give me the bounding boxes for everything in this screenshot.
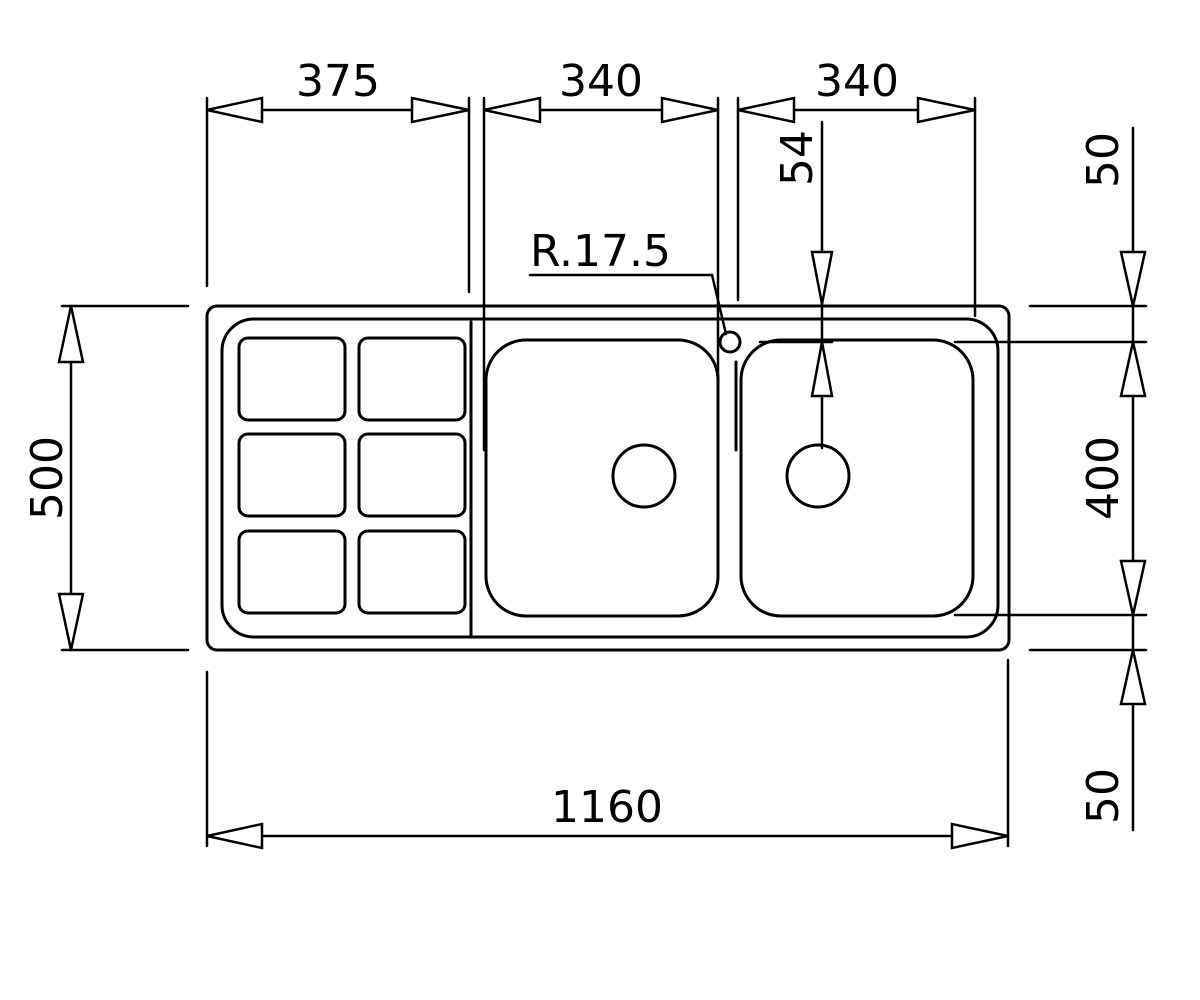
left-drain-hole: [611, 443, 677, 509]
right-drain-hole: [785, 443, 851, 509]
right-bowl-outline: [739, 338, 975, 618]
drain-cell: [357, 529, 467, 615]
tap-hole-radius-callout: R.17.5: [528, 226, 728, 336]
dim-left-bowl-width: 340: [559, 56, 643, 107]
dim-overall-depth: 500: [22, 436, 73, 520]
overall-width-dimension: 1160: [205, 658, 1010, 850]
left-bowl-outline: [484, 338, 720, 618]
right-bowl: [739, 338, 975, 618]
dim-drainboard-width: 375: [296, 56, 380, 107]
right-depth-dimensions: 50 400 50: [953, 126, 1148, 832]
drain-cell: [357, 432, 467, 518]
drain-cell: [237, 336, 347, 422]
sink-inner-rim: [220, 317, 1000, 639]
drain-cell: [237, 529, 347, 615]
sink-body: [205, 304, 1011, 652]
dim-bottom-margin: 50: [1078, 768, 1129, 824]
drain-cell: [237, 432, 347, 518]
drain-cell: [357, 336, 467, 422]
dim-right-bowl-width: 340: [815, 56, 899, 107]
dim-overall-width: 1160: [551, 782, 663, 833]
sink-outer-rim: [205, 304, 1011, 652]
top-dimensions: 375 340 340: [205, 56, 977, 452]
drainboard-grid: [237, 336, 467, 615]
drain-offset-dimension: 54: [758, 120, 834, 450]
left-bowl: [484, 338, 720, 618]
dim-tap-hole-radius: R.17.5: [530, 226, 671, 277]
left-depth-dimension: 500: [22, 304, 190, 652]
dim-top-margin: 50: [1078, 132, 1129, 188]
dim-drain-offset: 54: [772, 130, 823, 186]
dim-bowl-depth: 400: [1078, 436, 1129, 520]
tap-hole: [718, 330, 742, 354]
